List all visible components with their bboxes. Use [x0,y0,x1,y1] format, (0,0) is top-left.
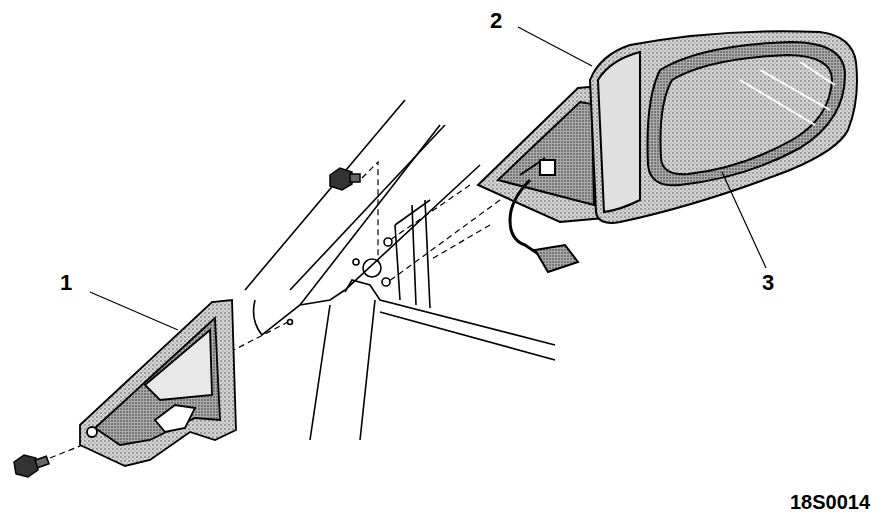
callout-number: 1 [60,272,72,294]
inner-cover [80,300,236,466]
assembly-line [50,162,500,458]
mirror-glass [648,42,846,185]
mirror-housing [478,31,857,223]
callout-number: 3 [762,272,774,294]
figure-code: 18S0014 [790,492,870,512]
callout-number: 2 [490,10,502,32]
door-panel [245,100,555,440]
screw [14,168,360,477]
wiring-connector [510,158,578,272]
leader-line [90,27,766,330]
